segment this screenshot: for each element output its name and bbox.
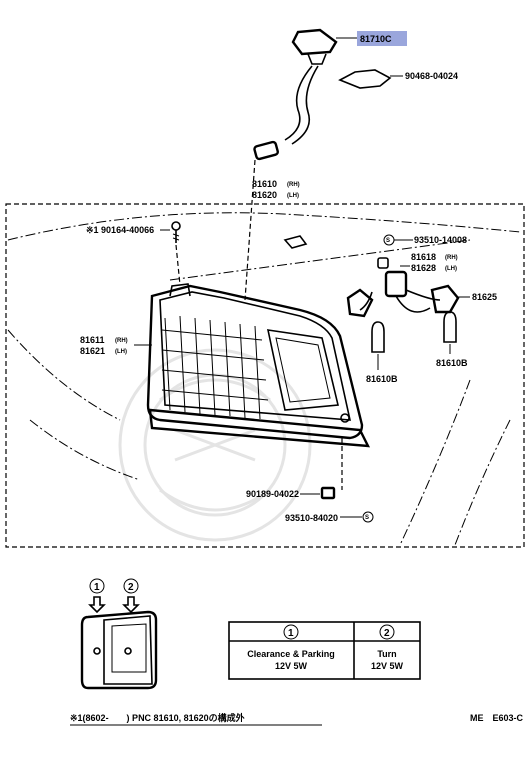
- ref-code: ME E603-C: [470, 713, 524, 723]
- footnote: ※1(8602- ) PNC 81610, 81620の構成外: [70, 712, 245, 723]
- label-rh-top: (RH): [287, 182, 300, 188]
- table-head-1: 1: [288, 628, 294, 639]
- callout-90189-04022: 90189-04022: [246, 489, 299, 499]
- s-mark-top: S: [386, 238, 390, 244]
- screw-part: [171, 221, 181, 286]
- table-cell-2-line1: Turn: [377, 649, 396, 659]
- table-cell-2-line2: 12V 5W: [371, 661, 404, 671]
- bulb-right: [443, 311, 457, 354]
- label-lh-top: (LH): [287, 193, 299, 199]
- side-marker-lamp: [244, 28, 338, 301]
- label-rh-left: (RH): [115, 338, 128, 344]
- s-mark-bottom: S: [365, 515, 369, 521]
- nut-part: [320, 486, 336, 500]
- assembly-frame: [5, 203, 525, 548]
- bulb-left: [371, 321, 385, 370]
- inset-num-1: 1: [94, 582, 100, 593]
- callout-93510-14008: 93510-14008: [414, 235, 467, 245]
- callout-81625: 81625: [472, 292, 497, 302]
- main-lamp-assembly: [146, 283, 371, 448]
- callout-81610: 81610: [252, 179, 277, 189]
- label-lh-left: (LH): [115, 349, 127, 355]
- callout-81621: 81621: [80, 346, 105, 356]
- label-rh-socket: (RH): [445, 255, 458, 261]
- clip-part: [338, 69, 403, 89]
- callout-81611: 81611: [80, 335, 105, 345]
- label-lh-socket: (LH): [445, 266, 457, 272]
- inset-num-2: 2: [128, 582, 134, 593]
- body-outline: [7, 212, 521, 546]
- callout-81610b-right: 81610B: [436, 358, 468, 368]
- inset-lamp: 1 2: [80, 578, 158, 690]
- callout-81710c-highlight: [357, 31, 407, 46]
- bulb-spec-table: [228, 621, 421, 680]
- callout-81620: 81620: [252, 190, 277, 200]
- socket-harness: [346, 270, 470, 318]
- callout-81710c: 81710C: [360, 34, 392, 44]
- callout-81618: 81618: [411, 252, 436, 262]
- callout-81628: 81628: [411, 263, 436, 273]
- table-head-2: 2: [384, 628, 390, 639]
- table-cell-1-line2: 12V 5W: [275, 661, 308, 671]
- callout-90164-40066: ※1 90164-40066: [86, 225, 154, 235]
- callout-90468-04024: 90468-04024: [405, 71, 458, 81]
- table-cell-1-line1: Clearance & Parking: [247, 649, 335, 659]
- callout-93510-84020: 93510-84020: [285, 513, 338, 523]
- callout-81610b-left: 81610B: [366, 374, 398, 384]
